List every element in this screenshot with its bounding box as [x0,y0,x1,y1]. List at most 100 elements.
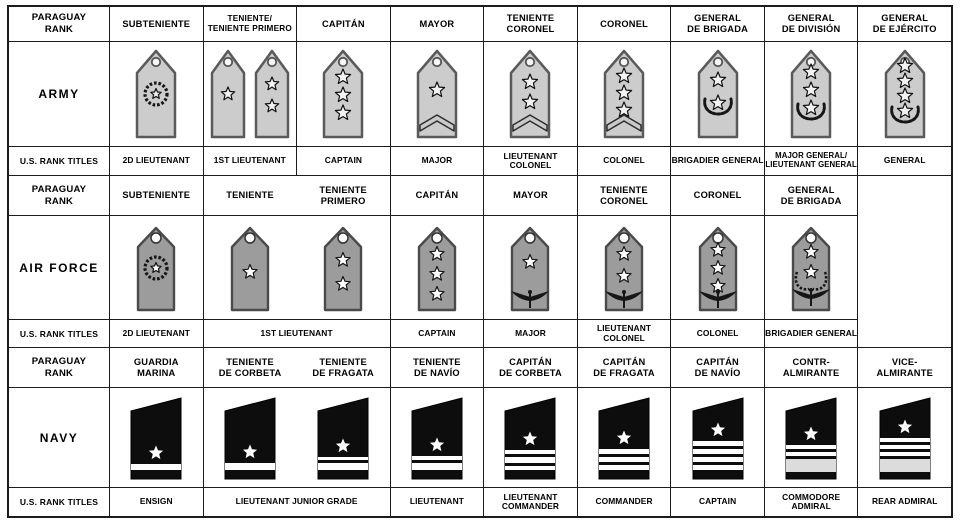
af-insignia-teniente-icon [204,222,297,314]
af-rank-header-teniente-coronel: TENIENTE CORONEL [577,176,671,215]
navy-us-title: COMMANDER [577,488,671,516]
af-insignia-cell [577,216,671,319]
army-us-title: 2D LIEUTENANT [110,147,203,175]
af-insignia-subteniente-icon [132,222,180,314]
af-us-title: 2D LIEUTENANT [110,320,203,347]
us-rank-titles-label-army: U.S. RANK TITLES [9,147,109,175]
navy-insignia-cell [764,388,858,487]
navy-rank-header-teniente-de-fragata: TENIENTE DE FRAGATA [312,356,374,378]
paraguay-rank-label-navy: PARAGUAY RANK [9,348,109,387]
army-insignia-cell [390,42,484,146]
af-us-title: CAPTAIN [390,320,484,347]
army-insignia-capitan-icon [320,46,366,142]
army-rank-header-coronel: CORONEL [577,7,671,41]
navy-rank-header-contralmirante: CONTR- ALMIRANTE [764,348,858,387]
navy-insignia-cell [203,388,390,487]
army-rank-header-teniente: TENIENTE/ TENIENTE PRIMERO [203,7,297,41]
navy-insignia-contralmirante-icon [783,394,839,482]
af-insignia-capitan-icon [413,222,461,314]
navy-insignia-capitan-de-corbeta-icon [502,394,558,482]
army-us-title: MAJOR [390,147,484,175]
army-us-title: GENERAL [858,147,951,175]
navy-us-title: LIEUTENANT [390,488,484,516]
army-rank-header-subteniente: SUBTENIENTE [110,7,203,41]
navy-insignia-teniente-de-corbeta-icon [204,394,297,482]
af-rank-header-mayor: MAYOR [484,176,577,215]
af-rank-header-general-de-brigada: GENERAL DE BRIGADA [764,176,858,215]
navy-rank-header-capitan-de-corbeta: CAPITÁN DE CORBETA [484,348,577,387]
af-insignia-mayor-icon [506,222,554,314]
army-insignia-general-de-division-icon [788,46,834,142]
army-insignia-general-de-ejercito-icon [882,46,928,142]
army-rank-header-capitan: CAPITÁN [297,7,390,41]
army-insignia-cell [764,42,858,146]
navy-insignia-cell [577,388,671,487]
af-us-title: 1ST LIEUTENANT [203,320,390,347]
af-insignia-teniente-coronel-icon [600,222,648,314]
af-insignia-teniente-primero-icon [297,222,390,314]
army-insignia-cell [671,42,764,146]
navy-rank-header-teniente-de-navio: TENIENTE DE NAVÍO [390,348,484,387]
af-us-title: COLONEL [671,320,764,347]
army-us-title: BRIGADIER GENERAL [671,147,764,175]
navy-rank-header-capitan-de-navio: CAPITÁN DE NAVÍO [671,348,764,387]
navy-insignia-capitan-de-fragata-icon [596,394,652,482]
army-rank-header-mayor: MAYOR [390,7,484,41]
us-rank-titles-label-navy: U.S. RANK TITLES [9,488,109,516]
army-insignia-general-de-brigada-icon [695,46,741,142]
army-us-title: MAJOR GENERAL/ LIEUTENANT GENERAL [764,147,858,175]
army-us-title: LIEUTENANT COLONEL [484,147,577,175]
navy-insignia-teniente-de-fragata-icon [297,394,390,482]
af-insignia-coronel-icon [694,222,742,314]
navy-insignia-cell [390,388,484,487]
af-rank-header-subteniente: SUBTENIENTE [110,176,203,215]
navy-rank-header-guardia-marina: GUARDIA MARINA [110,348,203,387]
af-insignia-general-de-brigada-icon [787,222,835,314]
army-insignia-cell [484,42,577,146]
af-insignia-cell [390,216,484,319]
paraguay-rank-label-air-force: PARAGUAY RANK [9,176,109,215]
navy-insignia-cell [484,388,577,487]
navy-us-title: LIEUTENANT COMMANDER [484,488,577,516]
navy-rank-header-capitan-de-fragata: CAPITÁN DE FRAGATA [577,348,671,387]
navy-us-title: CAPTAIN [671,488,764,516]
army-us-title: 1ST LIEUTENANT [203,147,297,175]
army-insignia-coronel-icon [601,46,647,142]
army-insignia-teniente-icon [208,46,248,142]
army-insignia-cell [110,42,203,146]
navy-rank-header-teniente-de-corbeta: TENIENTE DE CORBETA [218,356,282,378]
navy-us-title: LIEUTENANT JUNIOR GRADE [203,488,390,516]
branch-label-army: ARMY [9,42,109,146]
army-insignia-cell [577,42,671,146]
af-us-title: LIEUTENANT COLONEL [577,320,671,347]
navy-us-title: ENSIGN [110,488,203,516]
af-insignia-cell [671,216,764,319]
af-us-title: MAJOR [484,320,577,347]
af-insignia-cell [484,216,577,319]
navy-insignia-cell [858,388,951,487]
army-us-title: CAPTAIN [297,147,390,175]
army-insignia-cell [297,42,390,146]
army-insignia-cell [203,42,297,146]
navy-rank-header-vicealmirante: VICE- ALMIRANTE [858,348,951,387]
army-insignia-mayor-icon [414,46,460,142]
af-rank-header-teniente-primero: TENIENTE PRIMERO [319,184,367,206]
paraguay-rank-label-army: PARAGUAY RANK [9,7,109,41]
af-insignia-cell [764,216,858,319]
af-rank-header-capitan: CAPITÁN [390,176,484,215]
army-rank-header-teniente-coronel: TENIENTE CORONEL [484,7,577,41]
af-empty-cell [858,176,951,347]
army-insignia-teniente-coronel-icon [507,46,553,142]
navy-rank-header-teniente-group: TENIENTE DE CORBETA TENIENTE DE FRAGATA [203,348,390,387]
af-us-title: BRIGADIER GENERAL [764,320,858,347]
army-insignia-cell [858,42,951,146]
navy-insignia-cell [110,388,203,487]
army-rank-header-general-de-brigada: GENERAL DE BRIGADA [671,7,764,41]
branch-label-air-force: AIR FORCE [9,216,109,319]
navy-insignia-capitan-de-navio-icon [690,394,746,482]
navy-insignia-vicealmirante-icon [877,394,933,482]
us-rank-titles-label-air-force: U.S. RANK TITLES [9,320,109,347]
navy-insignia-guardia-marina-icon [128,394,184,482]
army-insignia-subteniente-icon [133,46,179,142]
rank-comparison-table: PARAGUAY RANK SUBTENIENTE TENIENTE/ TENI… [7,5,953,518]
